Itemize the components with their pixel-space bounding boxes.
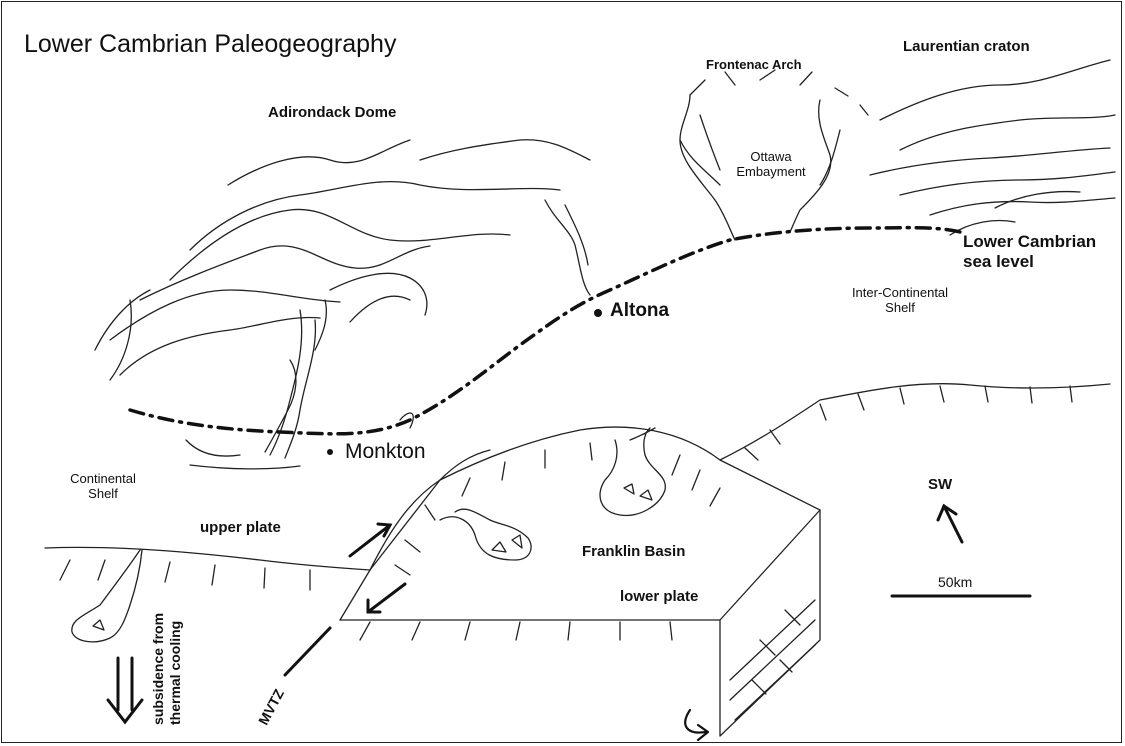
sea-level-line — [130, 228, 960, 434]
ottawa-line-1: Ottawa — [750, 149, 791, 164]
label-lower-plate: lower plate — [620, 588, 698, 605]
continental-line-2: Shelf — [88, 486, 118, 501]
laurentian-ridges — [870, 60, 1115, 235]
label-subsidence: subsidence from thermal cooling — [150, 613, 184, 725]
monkton-dot — [327, 449, 333, 455]
label-scale: 50km — [938, 574, 972, 590]
label-adirondack-dome: Adirondack Dome — [268, 104, 396, 121]
label-continental-shelf: Continental Shelf — [58, 472, 148, 502]
label-frontenac-arch: Frontenac Arch — [706, 58, 802, 73]
label-franklin-basin: Franklin Basin — [582, 543, 685, 560]
label-monkton: Monkton — [345, 440, 426, 464]
intercontinental-line-2: Shelf — [885, 300, 915, 315]
figure-title: Lower Cambrian Paleogeography — [24, 30, 396, 59]
fault-arrows — [285, 480, 440, 675]
subsidence-arrow — [108, 658, 142, 722]
altona-dot — [594, 309, 602, 317]
label-ottawa-embayment: Ottawa Embayment — [736, 150, 806, 180]
franklin-basin-block — [45, 384, 1110, 736]
ottawa-line-2: Embayment — [736, 164, 805, 179]
sea-level-line-1: Lower Cambrian — [963, 232, 1096, 251]
intercontinental-line-1: Inter-Continental — [852, 285, 948, 300]
label-altona: Altona — [610, 300, 669, 322]
label-upper-plate: upper plate — [200, 519, 281, 536]
label-laurentian-craton: Laurentian craton — [903, 38, 1030, 55]
label-inter-continental-shelf: Inter-Continental Shelf — [830, 286, 970, 316]
label-sw: SW — [928, 476, 952, 493]
label-lower-cambrian-sea-level: Lower Cambrian sea level — [963, 232, 1096, 271]
sea-level-line-2: sea level — [963, 252, 1034, 271]
continental-line-1: Continental — [70, 471, 136, 486]
north-arrow — [938, 506, 962, 542]
subsidence-line-2: thermal cooling — [167, 621, 183, 725]
subsidence-line-1: subsidence from — [150, 613, 166, 725]
